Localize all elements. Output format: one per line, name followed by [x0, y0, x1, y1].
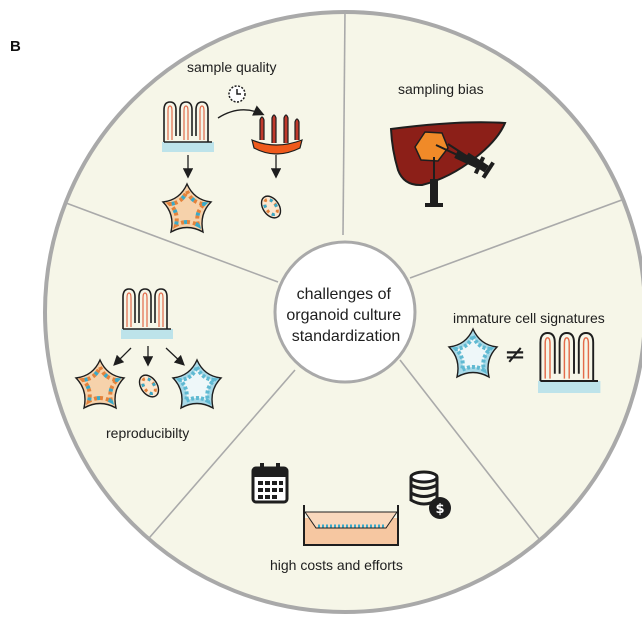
segment-dividers	[57, 12, 639, 561]
reproducibility-label: reproducibilty	[106, 425, 189, 441]
center-label-line-3: standardization	[292, 328, 401, 345]
liver-icon	[389, 121, 507, 187]
arrow-right-down	[165, 347, 185, 366]
svg-text:$: $	[435, 502, 444, 517]
calendar-icon	[251, 463, 289, 504]
arrow-left-down	[113, 347, 132, 366]
sample-quality-label: sample quality	[187, 59, 277, 75]
panel-letter: B	[10, 38, 21, 55]
sampling-bias-label: sampling bias	[398, 81, 484, 97]
time-arrow	[217, 105, 265, 119]
center-label-line-2: organoid culture	[286, 307, 401, 324]
coins-icon: $	[409, 470, 451, 519]
center-circle	[273, 240, 417, 384]
svg-text:challenges of organoid cul: challenges of organoid culture standardi…	[286, 286, 405, 345]
costs-label: high costs and efforts	[270, 557, 403, 573]
culture-well-icon	[303, 505, 399, 546]
clock-icon	[228, 85, 246, 103]
center-label-line-1: challenges of	[297, 286, 392, 303]
degraded-tissue-icon	[251, 114, 303, 155]
immature-signatures-label: immature cell signatures	[453, 310, 605, 326]
not-equal-symbol: ≠	[504, 340, 526, 370]
